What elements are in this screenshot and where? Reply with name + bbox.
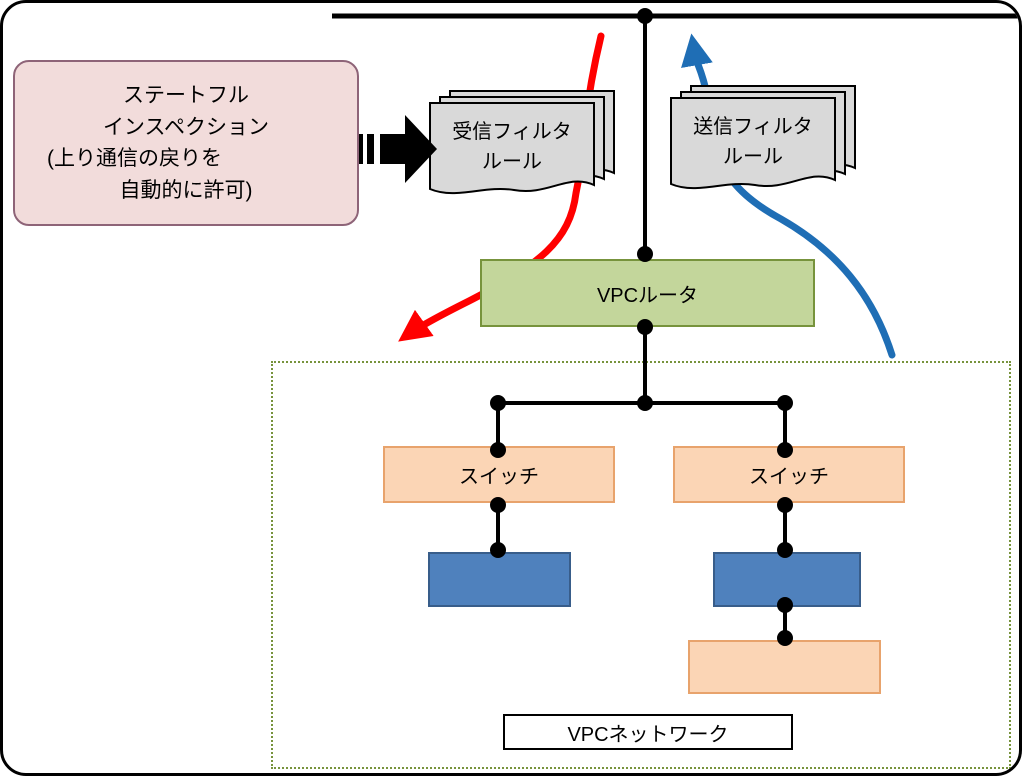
vpc-network-label: VPCネットワーク — [567, 723, 729, 746]
inbound-filter-label: 受信フィルタ ルール — [430, 103, 594, 191]
note-line: インスペクション — [102, 115, 270, 139]
note-pointer-arrow — [359, 115, 437, 183]
stateful-inspection-note: ステートフル インスペクション (上り通信の戻りを 自動的に許可) — [13, 60, 359, 226]
vpc-network-label-box: VPCネットワーク — [503, 714, 793, 750]
switch-left-label: スイッチ — [459, 466, 539, 488]
inbound-filter-label-line2: ルール — [482, 151, 542, 173]
outbound-filter-label-line1: 送信フィルタ — [693, 116, 813, 138]
arrow-stripe — [359, 134, 363, 164]
vpc-router-box: VPCルータ — [480, 259, 815, 327]
server-right-box — [713, 552, 861, 607]
diagram-lines-layer — [332, 13, 1019, 640]
switch-right-box: スイッチ — [673, 446, 905, 503]
vpc-network-boundary — [271, 361, 1011, 769]
outbound-filter-label-line2: ルール — [723, 146, 783, 168]
switch-left-box: スイッチ — [383, 446, 615, 503]
arrow-stripe — [367, 134, 374, 164]
note-line: 自動的に許可) — [119, 178, 253, 202]
inbound-filter-label-line1: 受信フィルタ — [452, 121, 572, 143]
subnet-box — [688, 640, 881, 694]
vpc-router-label: VPCルータ — [596, 284, 699, 307]
note-line: ステートフル — [123, 84, 249, 107]
outbound-filter-label: 送信フィルタ ルール — [671, 98, 835, 186]
server-left-box — [428, 552, 571, 607]
note-line: (上り通信の戻りを — [47, 147, 222, 170]
switch-right-label: スイッチ — [749, 466, 829, 488]
arrow-body — [380, 115, 437, 183]
